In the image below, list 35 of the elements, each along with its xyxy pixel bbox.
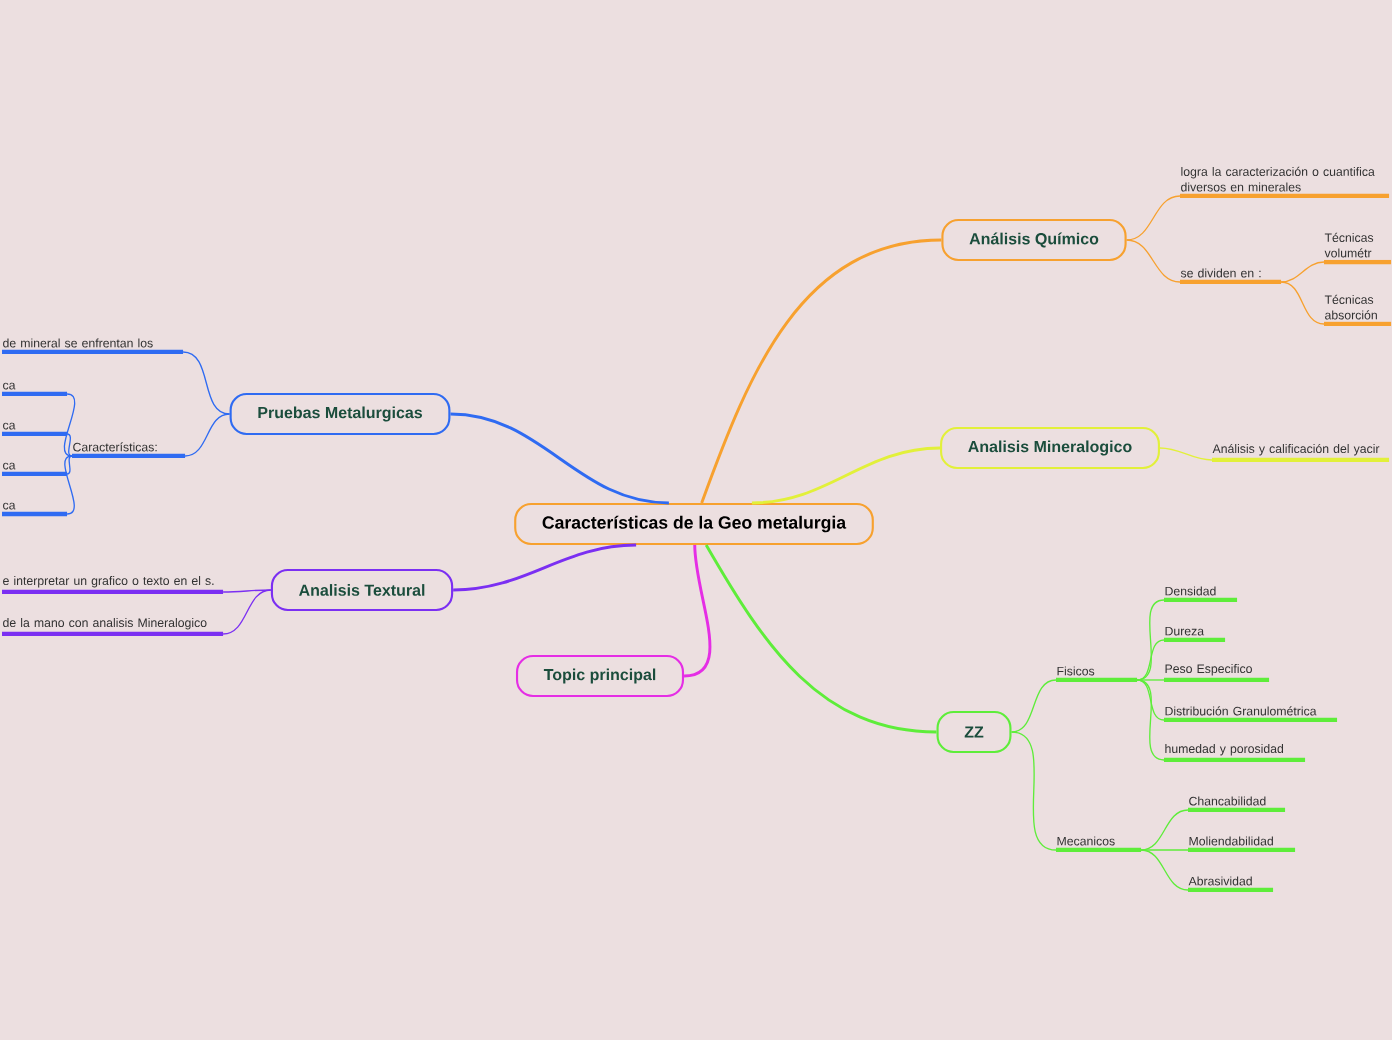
connector	[1280, 281, 1325, 325]
connector	[683, 544, 712, 678]
connector	[66, 433, 73, 457]
connector	[453, 543, 637, 592]
connector	[1126, 239, 1181, 283]
topic-box: Pruebas Metalurgicas	[229, 392, 451, 436]
connector	[1140, 809, 1189, 851]
connector	[222, 589, 272, 635]
topic-box: Análisis Químico	[941, 218, 1127, 262]
connector	[1126, 195, 1181, 241]
connector	[1159, 447, 1213, 461]
connector	[66, 455, 73, 475]
topic-box: Analisis Textural	[270, 568, 454, 612]
connector	[1136, 679, 1165, 721]
topic-box: Topic principal	[515, 654, 685, 698]
connector	[1280, 261, 1325, 283]
connector	[64, 455, 75, 515]
connector	[1136, 639, 1165, 681]
connector	[63, 393, 76, 457]
connector	[704, 544, 937, 734]
connector	[700, 238, 942, 504]
connector	[222, 589, 272, 593]
connector	[1010, 679, 1057, 733]
connector	[1136, 679, 1165, 761]
connector	[450, 412, 669, 505]
connector	[1136, 679, 1165, 681]
connector	[1140, 849, 1189, 891]
topic-box: ZZ	[936, 710, 1012, 754]
central-topic-box: Características de la Geo metalurgia	[514, 502, 874, 546]
connector	[182, 351, 231, 415]
connector	[1140, 849, 1189, 851]
topic-box: Analisis Mineralogico	[940, 426, 1160, 470]
connector	[184, 413, 231, 457]
connector	[751, 446, 941, 505]
connector	[1010, 731, 1057, 851]
